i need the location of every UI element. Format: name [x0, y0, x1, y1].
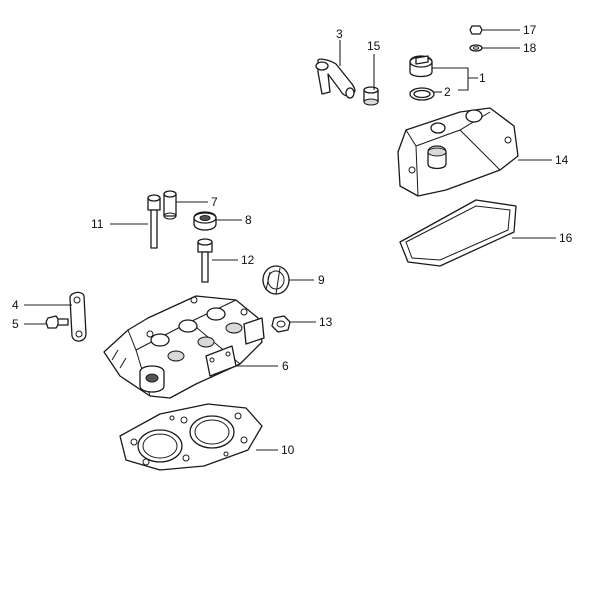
part-14-valve-cover	[397, 107, 519, 197]
part-12-bolt	[197, 238, 213, 283]
part-4-bracket	[69, 291, 87, 342]
callout-6: 6	[282, 359, 289, 373]
callout-7: 7	[211, 195, 218, 209]
callout-11: 11	[91, 217, 104, 231]
callout-18: 18	[523, 41, 537, 55]
part-15-fitting	[363, 86, 379, 106]
callout-15: 15	[367, 39, 381, 53]
callout-14: 14	[555, 153, 569, 167]
leader-lines	[24, 29, 556, 451]
callout-labels: 1 2 3 4 5 6 7 8 9 10 11 12 13 14 15 16 1…	[12, 23, 573, 457]
callout-17: 17	[523, 23, 537, 37]
callout-3: 3	[336, 27, 343, 41]
callout-10: 10	[281, 443, 295, 457]
part-17-nut	[469, 25, 483, 35]
callout-4: 4	[12, 298, 19, 312]
part-11-head-bolt	[147, 194, 161, 249]
callout-5: 5	[12, 317, 19, 331]
part-9-plug	[262, 265, 290, 295]
part-18-washer	[469, 44, 483, 52]
callout-13: 13	[319, 315, 333, 329]
part-5-bolt	[45, 315, 69, 329]
callout-9: 9	[318, 273, 325, 287]
part-6-cylinder-head	[103, 295, 265, 399]
leader-1	[432, 67, 478, 91]
callout-2: 2	[444, 85, 451, 99]
callout-12: 12	[241, 253, 255, 267]
part-8-seal	[193, 211, 217, 231]
callout-1: 1	[479, 71, 486, 85]
part-1-filler-cap	[409, 55, 433, 78]
callout-8: 8	[245, 213, 252, 227]
part-10-head-gasket	[119, 403, 263, 471]
part-13-nut	[271, 315, 291, 333]
part-2-o-ring	[409, 87, 435, 101]
part-7-sleeve	[163, 190, 177, 220]
part-3-breather-hose	[315, 58, 356, 99]
part-16-valve-cover-gasket	[399, 199, 517, 267]
callout-16: 16	[559, 231, 573, 245]
